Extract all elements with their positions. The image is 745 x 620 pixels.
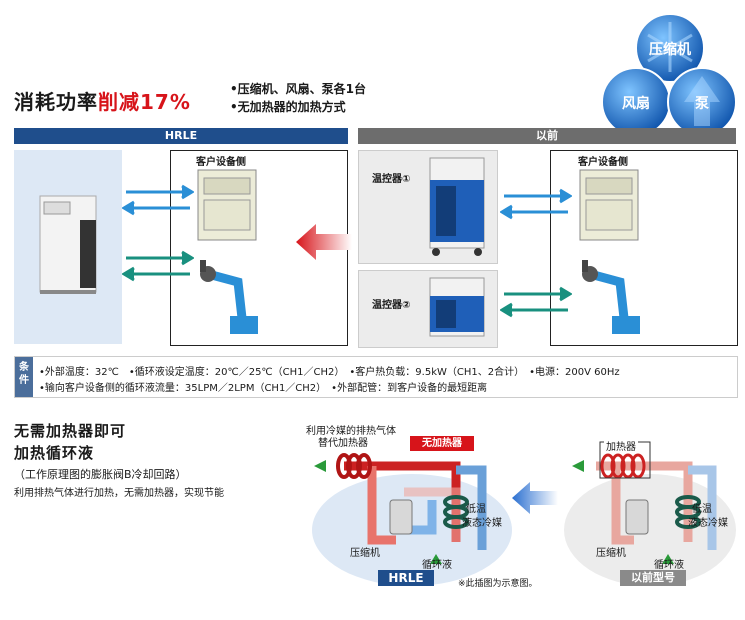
previous-diagram <box>564 441 736 586</box>
snowflake-icon <box>647 22 693 72</box>
previous-equipment-image <box>579 169 639 241</box>
hrle-model-badge: HRLE <box>378 570 434 586</box>
conditions-box: 条件 •外部温度：32℃ •循环液设定温度：20℃／25℃（CH1／CH2） •… <box>14 356 738 398</box>
badge-fan-label: 风扇 <box>622 95 650 112</box>
up-arrow-icon <box>684 76 720 126</box>
unit1-chiller-image <box>429 157 485 256</box>
section-description: 利用排热气体进行加热，无需加热器，实现节能 <box>14 488 224 499</box>
hrle-low-temp-line2: 液态冷媒 <box>462 518 502 529</box>
prev-low-temp-line1: 低温 <box>692 504 712 515</box>
previous-robot-image <box>582 260 640 334</box>
previous-model-badge: 以前型号 <box>620 570 686 586</box>
hrle-robot-image <box>200 260 258 334</box>
hrle-low-temp-line1: 低温 <box>466 504 486 515</box>
conditions-tag: 条件 <box>15 357 33 397</box>
hrle-diagram <box>312 453 512 586</box>
unit2-chiller-image <box>429 277 485 337</box>
headline-highlight: 削减17% <box>98 90 191 114</box>
unit2-label: 温控器② <box>372 300 411 311</box>
prev-circulating-label: 循环液 <box>654 560 684 571</box>
badge-compressor-label: 压缩机 <box>649 41 691 58</box>
headline-prefix: 消耗功率 <box>14 90 98 114</box>
unit1-label: 温控器① <box>372 174 411 185</box>
feature-bullets: •压缩机、风扇、泵各1台 •无加热器的加热方式 <box>230 80 366 116</box>
exhaust-note-line1: 利用冷媒的排热气体 <box>306 426 396 437</box>
section-title-line1: 无需加热器即可 <box>14 422 127 440</box>
hrle-chiller-image <box>39 195 97 294</box>
condition-line: •外部温度：32℃ •循环液设定温度：20℃／25℃（CH1／CH2） •客户热… <box>39 367 620 378</box>
section-subtitle: （工作原理图的膨胀阀B冷却回路） <box>14 468 187 481</box>
hrle-client-label: 客户设备侧 <box>196 157 246 168</box>
headline: 消耗功率削减17% <box>14 86 191 115</box>
comparison-arrow-icon <box>512 482 558 514</box>
previous-client-label: 客户设备侧 <box>578 157 628 168</box>
feature-badges: 压缩机 风扇 泵 <box>601 13 737 137</box>
illustration-note: ※此插图为示意图。 <box>458 579 538 589</box>
exhaust-note-line2: 替代加热器 <box>318 438 368 449</box>
bullet-item: •无加热器的加热方式 <box>230 100 346 114</box>
prev-low-temp-line2: 液态冷媒 <box>688 518 728 529</box>
heater-label: 加热器 <box>604 438 638 453</box>
hrle-circulating-label: 循环液 <box>422 560 452 571</box>
comparison-arrow-icon <box>296 224 352 260</box>
previous-header: 以前 <box>358 128 736 144</box>
no-heater-badge: 无加热器 <box>410 436 474 451</box>
previous-flow-arrows <box>500 188 572 318</box>
section-title-line2: 加热循环液 <box>14 444 95 462</box>
hrle-equipment-image <box>197 169 257 241</box>
bullet-item: •压缩机、风扇、泵各1台 <box>230 82 367 96</box>
hrle-header: HRLE <box>14 128 348 144</box>
hrle-compressor-label: 压缩机 <box>350 548 380 559</box>
condition-line: •输向客户设备侧的循环液流量：35LPM／2LPM（CH1／CH2） •外部配管… <box>39 383 488 394</box>
hrle-flow-arrows <box>122 184 194 282</box>
prev-compressor-label: 压缩机 <box>596 548 626 559</box>
badge-pump-label: 泵 <box>695 96 709 112</box>
